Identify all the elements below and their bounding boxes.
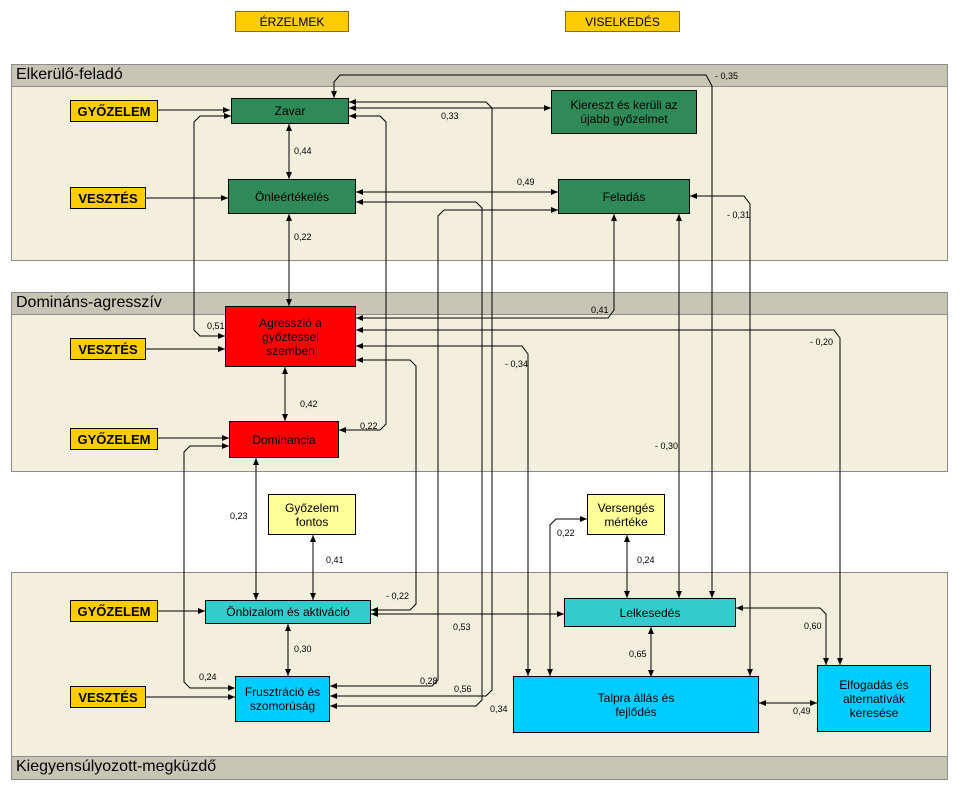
input-loss-middle: VESZTÉS [70, 338, 146, 360]
weight-label: 0,41 [591, 305, 609, 315]
header-emotions: ÉRZELMEK [235, 11, 349, 32]
input-win-middle: GYŐZELEM [70, 428, 158, 450]
node-agresszio: Agresszió a győztessel szemben [225, 306, 356, 367]
input-loss-top: VESZTÉS [70, 187, 146, 209]
section-bottom-title: Kiegyensúlyozott-megküzdő [11, 756, 948, 780]
weight-label: 0,33 [441, 111, 459, 121]
header-behavior: VISELKEDÉS [565, 11, 680, 32]
weight-label: 0,30 [294, 644, 312, 654]
node-talpra: Talpra állás és fejlődés [513, 676, 759, 733]
weight-label: 0,22 [557, 528, 575, 538]
weight-label: - 0,31 [727, 210, 751, 220]
weight-label: - 0,30 [655, 441, 679, 451]
node-dominancia: Dominancia [229, 421, 339, 458]
weight-label: 0,22 [294, 232, 312, 242]
weight-label: 0,42 [300, 399, 318, 409]
node-onleertekeles: Önleértékelés [228, 179, 356, 214]
node-onbizalom: Önbizalom és aktiváció [205, 600, 371, 624]
weight-label: 0,53 [453, 622, 471, 632]
weight-label: 0,44 [294, 146, 312, 156]
node-versenges: Versengés mértéke [587, 494, 665, 535]
weight-label: 0,49 [517, 177, 535, 187]
node-gyozelem-fontos: Győzelem fontos [268, 494, 356, 535]
input-win-top: GYŐZELEM [70, 100, 158, 122]
weight-label: 0,24 [199, 672, 217, 682]
weight-label: 0,23 [230, 511, 248, 521]
weight-label: 0,28 [420, 676, 438, 686]
input-win-bottom: GYŐZELEM [70, 600, 158, 622]
node-lelkesedes: Lelkesedés [564, 598, 736, 627]
weight-label: - 0,20 [810, 337, 834, 347]
input-loss-bottom: VESZTÉS [70, 686, 146, 708]
weight-label: 0,41 [326, 555, 344, 565]
node-elfogadas: Elfogadás és alternatívák keresése [817, 665, 931, 732]
weight-label: 0,49 [793, 706, 811, 716]
weight-label: - 0,35 [715, 71, 739, 81]
weight-label: - 0,34 [505, 359, 529, 369]
weight-label: 0,22 [360, 421, 378, 431]
weight-label: 0,24 [637, 555, 655, 565]
weight-label: 0,34 [490, 704, 508, 714]
weight-label: 0,65 [629, 649, 647, 659]
node-kereszt: Kiereszt és kerüli az újabb győzelmet [551, 90, 697, 134]
weight-label: 0,60 [804, 621, 822, 631]
node-feladas: Feladás [558, 179, 690, 214]
weight-label: 0,56 [454, 684, 472, 694]
node-frusztracio: Frusztráció és szomorúság [235, 676, 330, 722]
weight-label: 0,51 [207, 321, 225, 331]
node-zavar: Zavar [231, 98, 349, 124]
weight-label: - 0,22 [386, 591, 410, 601]
